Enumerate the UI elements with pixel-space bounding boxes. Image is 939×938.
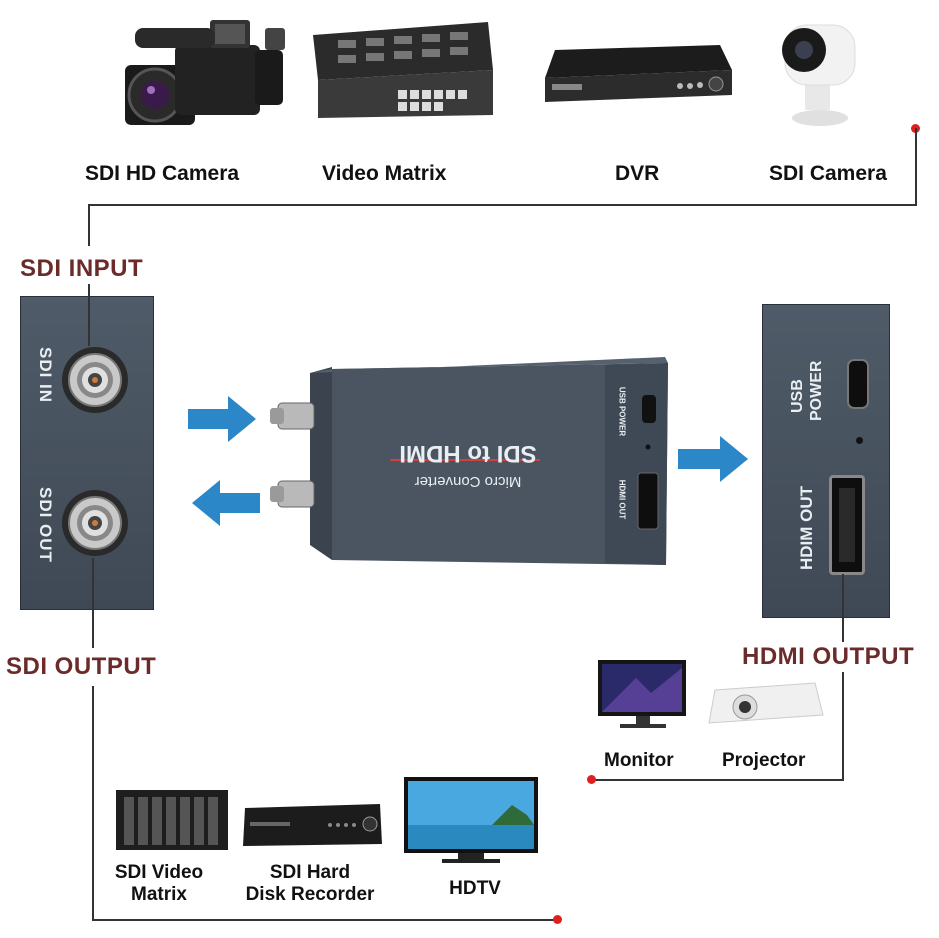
usb-power-text: USB POWER [775, 343, 835, 423]
sdi-hard-disk-recorder-label: SDI Hard Disk Recorder [245, 862, 375, 905]
dvr-image [540, 40, 735, 105]
sdi-hd-camera-image [115, 10, 290, 135]
hdmi-output-line-upper [842, 574, 844, 642]
usb-power-line1: USB [789, 379, 806, 413]
hdmi-connector-dot [587, 775, 596, 784]
usb-power-line2: POWER [808, 360, 825, 421]
right-hdmi-panel: USB POWER HDIM OUT [762, 304, 890, 618]
arrow-left-icon [190, 480, 260, 526]
monitor-image [596, 658, 691, 733]
hdmi-output-label: HDMI OUTPUT [742, 643, 915, 670]
device-subtitle: Micro Converter [414, 473, 522, 490]
top-line-right-vertical [915, 128, 917, 206]
sdi-output-line-upper [92, 558, 94, 648]
monitor-label: Monitor [604, 750, 674, 771]
sdi-in-bnc-connector [60, 345, 130, 415]
sdi-in-text: SDI IN [36, 347, 55, 404]
hdmi-output-line-lower [842, 672, 844, 780]
left-sdi-panel: SDI IN SDI OUT [20, 296, 154, 610]
sdi-camera-image [770, 10, 870, 130]
indicator-led [856, 437, 863, 444]
sdi-hd-camera-label: SDI HD Camera [85, 162, 240, 185]
sdi-connector-dot [553, 915, 562, 924]
hdmi-port [829, 475, 865, 575]
sdi-video-matrix-label: SDI Video Matrix [114, 862, 204, 905]
sdi-out-bnc-connector [60, 488, 130, 558]
device-hdmi-out-text: HDMI OUT [617, 479, 627, 520]
arrow-right-hdmi-icon [678, 436, 750, 482]
sdi-input-line [88, 284, 90, 346]
video-matrix-label: Video Matrix [322, 162, 447, 185]
hdtv-image [402, 775, 540, 867]
dvr-label: DVR [615, 162, 660, 185]
arrow-right-icon [188, 396, 258, 442]
device-usb-power-text: USB POWER [617, 386, 627, 437]
sdi-camera-label: SDI Camera [769, 162, 887, 185]
sdi-hard-disk-recorder-image [240, 800, 385, 850]
sdi-input-label: SDI INPUT [20, 255, 144, 282]
top-line-horizontal [88, 204, 917, 206]
sdi-out-text: SDI OUT [36, 487, 55, 563]
sdi-output-line-lower [92, 686, 94, 921]
projector-image [705, 675, 825, 730]
hdmi-out-text: HDIM OUT [797, 485, 816, 570]
sdi-to-hdmi-converter: SDI to HDMI Micro Converter USB POWER HD… [270, 355, 670, 570]
device-title: SDI to HDMI [399, 440, 537, 467]
video-matrix-image [308, 20, 498, 120]
sdi-video-matrix-image [112, 785, 232, 855]
usb-port [847, 359, 869, 409]
hdtv-label: HDTV [449, 878, 501, 899]
sdi-output-label: SDI OUTPUT [6, 653, 157, 680]
sdi-output-line-horizontal [92, 919, 556, 921]
hdmi-output-line-horizontal [594, 779, 844, 781]
projector-label: Projector [722, 750, 806, 771]
top-line-left-vertical [88, 204, 90, 246]
